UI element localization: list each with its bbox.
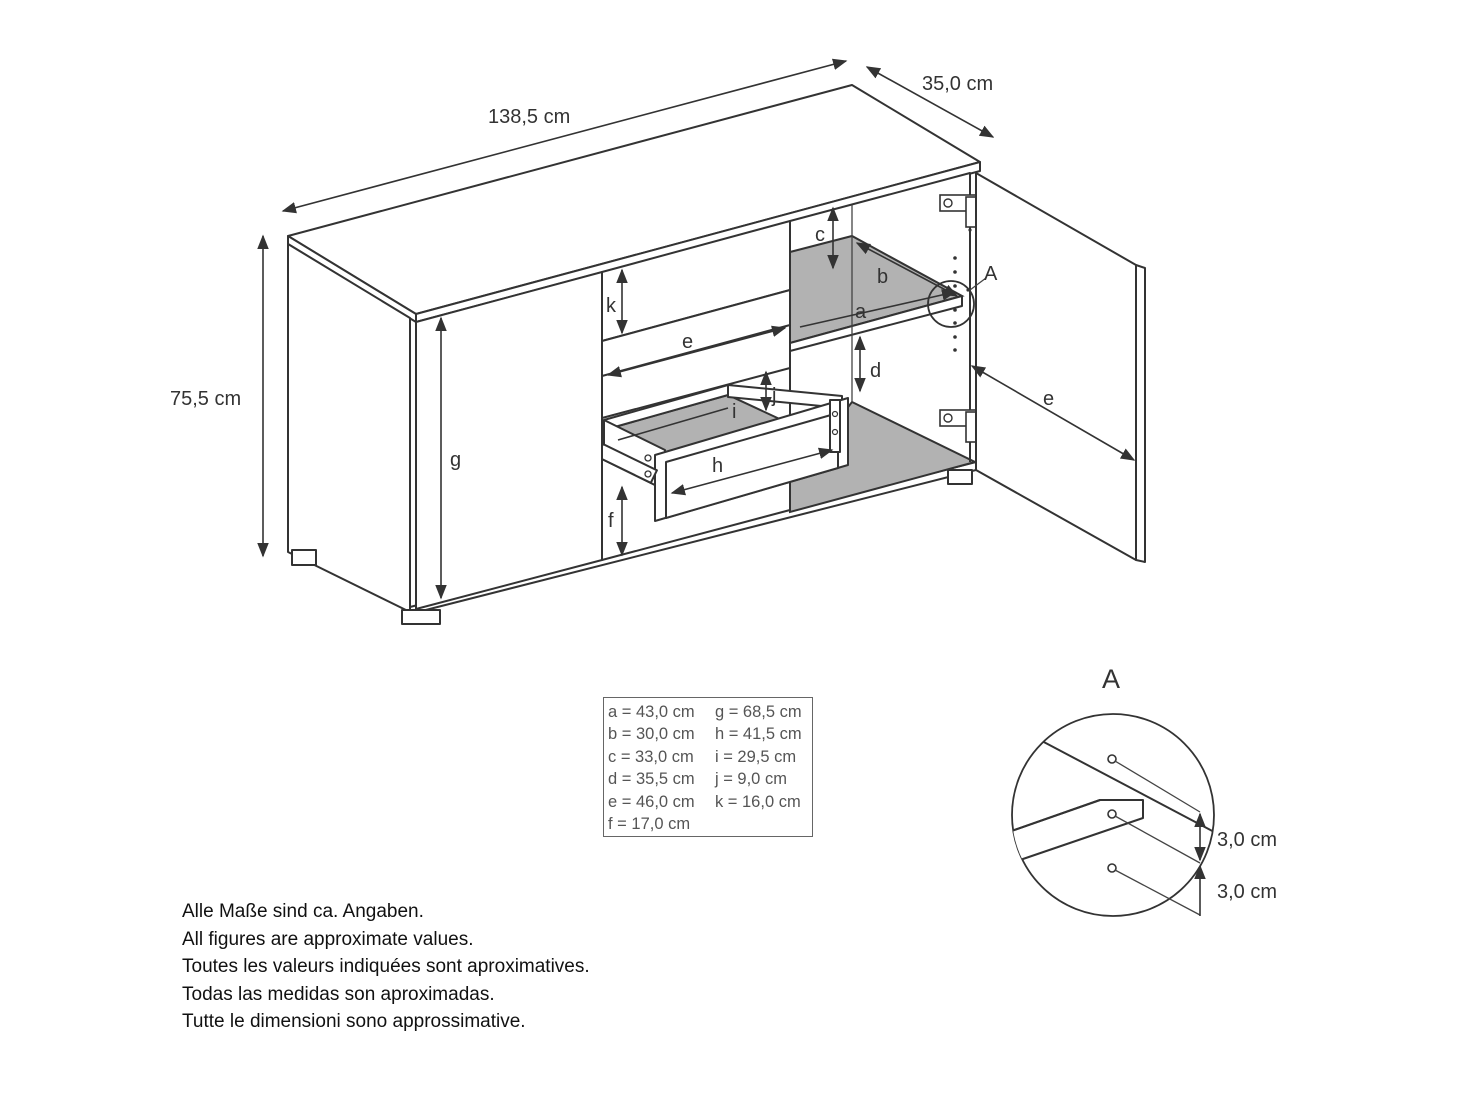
width-dimension-line [281, 58, 848, 214]
dim-e-middle-line [606, 325, 787, 378]
detail-marker-label: A [984, 263, 998, 285]
detail-spacing-1: 3,0 cm [1217, 829, 1277, 851]
note-spanish: Todas las medidas son aproximadas. [182, 983, 495, 1005]
detail-title: A [1102, 664, 1120, 694]
note-german: Alle Maße sind ca. Angaben. [182, 901, 424, 922]
depth-dimension-line [865, 66, 995, 138]
overall-dimensions: 138,5 cm 35,0 cm 75,5 cm [170, 58, 995, 558]
drawer-runner-right [829, 399, 841, 453]
label-c: c [815, 224, 825, 246]
right-door-edge [1135, 264, 1146, 563]
label-f: f [608, 510, 614, 532]
left-door: g [415, 271, 603, 610]
depth-label: 35,0 cm [922, 73, 993, 95]
label-j: j [771, 385, 776, 407]
detail-side-edge [1039, 739, 1214, 836]
detail-spacing-2: 3,0 cm [1217, 881, 1277, 903]
legend-row: a = 43,0 cm g = 68,5 cm [608, 701, 812, 723]
width-label: 138,5 cm [488, 106, 570, 128]
height-label: 75,5 cm [170, 388, 241, 410]
legend-cell: k = 16,0 cm [714, 792, 801, 811]
label-a: a [855, 301, 867, 323]
dim-i-line [617, 407, 729, 441]
left-door-panel [415, 271, 603, 610]
legend-cell: d = 35,5 cm [608, 770, 695, 789]
legend-cell [715, 813, 812, 835]
dim-e-door-line [970, 365, 1136, 461]
right-door-panel [975, 172, 1137, 561]
legend-cell: a = 43,0 cm [608, 703, 695, 721]
note-english: All figures are approximate values. [182, 928, 474, 950]
top-edge-front [415, 161, 981, 323]
dim-h-line [670, 447, 834, 496]
legend-cell: c = 33,0 cm [608, 747, 694, 766]
detail-callout-circle [927, 280, 975, 328]
dim-b-line [855, 242, 959, 297]
detail-a: A 3,0 cm 3,0 cm [1011, 664, 1277, 917]
foot-left-back [291, 549, 317, 566]
label-b: b [877, 266, 888, 288]
note-french: Toutes les valeurs indiquées sont aproxi… [182, 956, 590, 977]
label-d: d [870, 360, 881, 382]
label-k: k [606, 295, 617, 317]
note-italian: Tutte le dimensioni sono approssimative. [182, 1011, 526, 1032]
open-drawer: h i j [595, 370, 849, 522]
foot-right [947, 469, 973, 485]
detail-marker-a: A [927, 263, 998, 328]
legend-row: f = 17,0 cm [608, 813, 812, 835]
legend-cell: b = 30,0 cm [608, 725, 695, 744]
label-g: g [450, 449, 461, 471]
label-h: h [712, 455, 723, 477]
label-e-middle: e [682, 331, 693, 353]
legend-cell: g = 68,5 cm [714, 703, 802, 721]
detail-pin-holes [1107, 754, 1117, 873]
legend-row: e = 46,0 cm k = 16,0 cm [608, 791, 812, 813]
legend-row: d = 35,5 cm j = 9,0 cm [608, 768, 812, 790]
legend-cell: e = 46,0 cm [608, 792, 695, 811]
label-i: i [732, 401, 736, 423]
shelf-front-edge [789, 295, 963, 352]
sideboard-carcass [287, 84, 981, 625]
legend-cell: h = 41,5 cm [714, 725, 802, 744]
label-e-door: e [1043, 388, 1054, 410]
right-door-open: e [970, 172, 1146, 563]
dimension-legend: a = 43,0 cm g = 68,5 cm b = 30,0 cm h = … [603, 697, 813, 837]
legend-cell: j = 9,0 cm [714, 770, 787, 789]
legend-cell: f = 17,0 cm [608, 815, 691, 834]
legend-row: c = 33,0 cm i = 29,5 cm [608, 746, 812, 768]
legend-cell: i = 29,5 cm [714, 747, 797, 766]
approximation-notes: Alle Maße sind ca. Angaben. All figures … [182, 898, 590, 1036]
legend-row: b = 30,0 cm h = 41,5 cm [608, 723, 812, 745]
foot-left-front [401, 609, 441, 625]
